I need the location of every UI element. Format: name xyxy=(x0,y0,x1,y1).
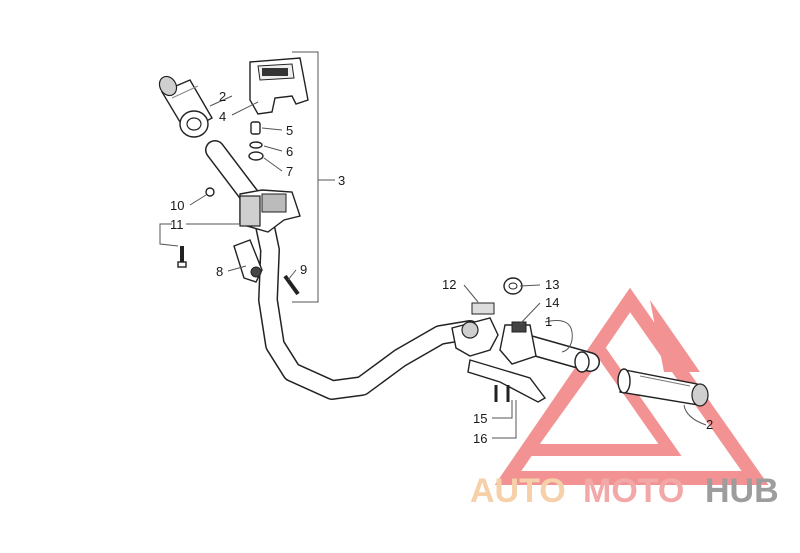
callout-numbers: 2 4 5 6 7 3 10 11 8 9 12 13 14 1 15 16 2 xyxy=(170,89,713,446)
callout-8: 8 xyxy=(216,264,223,279)
callout-4: 4 xyxy=(219,109,226,124)
brake-lever-assembly xyxy=(451,317,547,403)
watermark-triangle-inner xyxy=(516,339,682,456)
right-grip xyxy=(617,368,709,407)
screw-5 xyxy=(250,121,261,135)
switch-housing-top xyxy=(249,57,309,115)
callout-3: 3 xyxy=(338,173,345,188)
callout-16: 16 xyxy=(473,431,487,446)
watermark-triangle-notch xyxy=(650,300,700,372)
watermark-logo: AUTO MOTO HUB xyxy=(470,287,779,510)
clamp-8 xyxy=(233,239,263,283)
callout-13: 13 xyxy=(545,277,559,292)
screw-10 xyxy=(205,187,215,197)
washer-13 xyxy=(503,277,523,295)
throttle-housing-14 xyxy=(499,321,537,365)
callout-6: 6 xyxy=(286,144,293,159)
bolt-11 xyxy=(177,246,187,268)
left-grip xyxy=(158,75,213,138)
callout-14: 14 xyxy=(545,295,559,310)
callout-9: 9 xyxy=(300,262,307,277)
washer-7 xyxy=(248,151,264,161)
callout-10: 10 xyxy=(170,198,184,213)
watermark-text-hub: HUB xyxy=(705,472,779,510)
callout-2-right: 2 xyxy=(706,417,713,432)
watermark-text-moto: MOTO xyxy=(583,472,684,510)
callout-2-left: 2 xyxy=(219,89,226,104)
washer-6 xyxy=(249,141,263,149)
callout-15: 15 xyxy=(473,411,487,426)
bolt-9 xyxy=(283,274,300,296)
callout-5: 5 xyxy=(286,123,293,138)
callout-7: 7 xyxy=(286,164,293,179)
callout-11: 11 xyxy=(170,217,184,232)
label-12 xyxy=(471,302,495,315)
screws-15-16 xyxy=(494,385,510,402)
handlebar xyxy=(205,140,600,400)
watermark-text-auto: AUTO xyxy=(470,472,566,510)
callout-12: 12 xyxy=(442,277,456,292)
switch-housing-bottom xyxy=(239,189,301,233)
leader-lines xyxy=(159,51,707,439)
callout-1: 1 xyxy=(545,314,552,329)
